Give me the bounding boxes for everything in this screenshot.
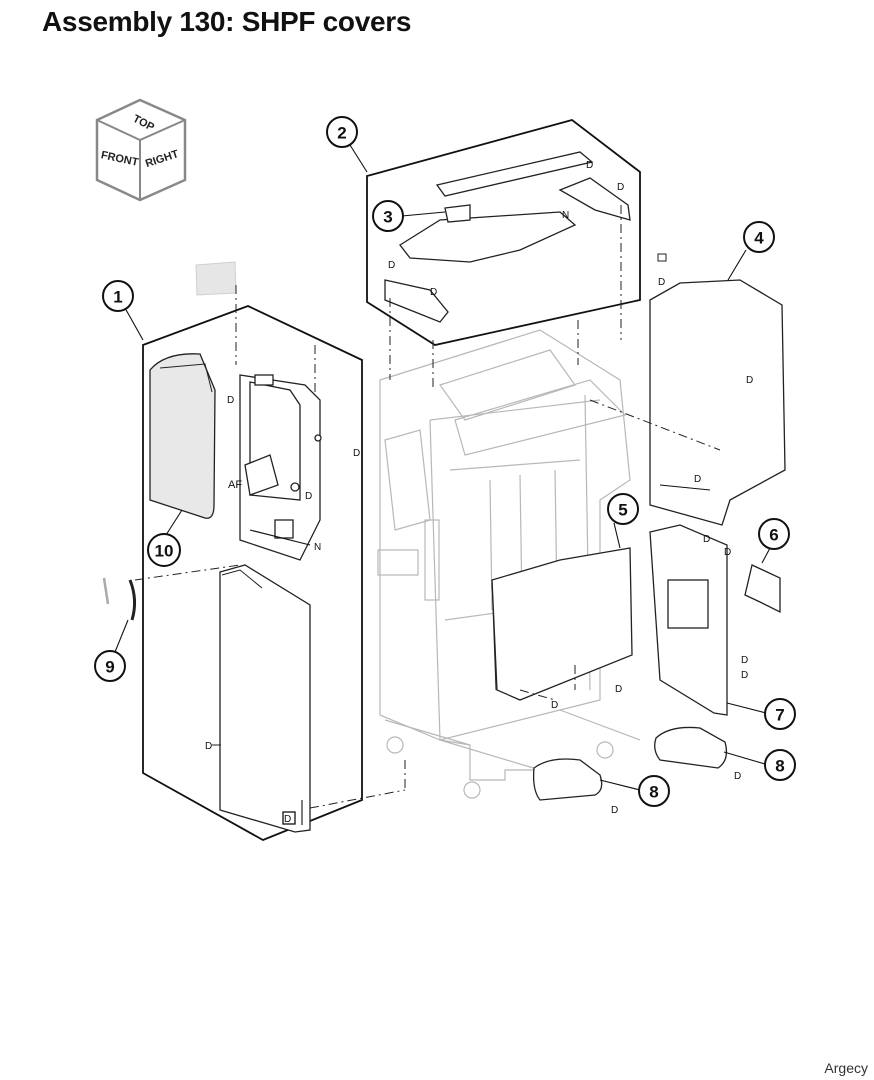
- callout-1-label: 1: [113, 288, 122, 307]
- d-label: D: [615, 684, 622, 695]
- d-label: D: [305, 491, 312, 502]
- callout-4: 4: [743, 221, 775, 253]
- left-front-door: [219, 564, 311, 833]
- d-label: D: [205, 741, 212, 752]
- group-2-outline: [366, 119, 641, 346]
- inner-door-frame: [239, 374, 322, 561]
- callout-10-label: 10: [155, 542, 174, 561]
- d-label: D: [353, 448, 360, 459]
- callout-8a: 8: [638, 775, 670, 807]
- d-label: D: [658, 277, 665, 288]
- footer-watermark: Argecy: [824, 1060, 868, 1076]
- part-4-right-cover: [649, 279, 786, 526]
- callout-8b: 8: [764, 749, 796, 781]
- label-sheet: [195, 261, 237, 296]
- d-label: D: [703, 534, 710, 545]
- orientation-cube: TOP FRONT RIGHT: [95, 98, 187, 202]
- n-label: N: [314, 542, 321, 553]
- d-label: D: [746, 375, 753, 386]
- part-8-caster-cover-a: [532, 758, 603, 801]
- callout-8-label: 8: [649, 783, 658, 802]
- part-8-caster-cover-b: [654, 726, 728, 769]
- callout-2: 2: [326, 116, 358, 148]
- d-label: D: [741, 670, 748, 681]
- group-2-parts: [384, 151, 631, 323]
- d-label: D: [227, 395, 234, 406]
- page-title: Assembly 130: SHPF covers: [42, 6, 412, 37]
- callout-7: 7: [764, 698, 796, 730]
- part-6-bracket: [744, 564, 781, 614]
- callout-2-label: 2: [337, 124, 346, 143]
- d-label: D: [741, 655, 748, 666]
- callout-3: 3: [372, 200, 404, 232]
- reference-labels: D D D AF N D D D D D D N D D D D D D D D…: [205, 160, 753, 825]
- callout-8-label: 8: [775, 757, 784, 776]
- callout-7-label: 7: [775, 706, 784, 725]
- d-label: D: [551, 700, 558, 711]
- d-label: D: [611, 805, 618, 816]
- callout-1: 1: [102, 280, 134, 312]
- callout-4-label: 4: [754, 229, 764, 248]
- callout-9: 9: [94, 650, 126, 682]
- d-label: D: [617, 182, 624, 193]
- callout-leaders: [114, 144, 771, 791]
- callout-6-label: 6: [769, 526, 778, 545]
- callout-5-label: 5: [618, 501, 627, 520]
- af-label: AF: [228, 479, 242, 491]
- d-label: D: [284, 814, 291, 825]
- callout-9-label: 9: [105, 658, 114, 677]
- callout-5: 5: [607, 493, 639, 525]
- callout-6: 6: [758, 518, 790, 550]
- callout-10: 10: [147, 533, 181, 567]
- d-label: D: [430, 287, 437, 298]
- group-1-outline: [142, 305, 363, 841]
- n-label: N: [562, 210, 569, 221]
- d-label: D: [734, 771, 741, 782]
- d-label: D: [388, 260, 395, 271]
- part-9-handle: [102, 577, 137, 621]
- part-10-front-door-cover: [149, 353, 216, 519]
- d-label: D: [694, 474, 701, 485]
- part-5-rear-cover: [491, 547, 633, 701]
- d-label: D: [724, 547, 731, 558]
- callout-3-label: 3: [383, 208, 392, 227]
- alignment-lines: [134, 205, 721, 809]
- d-label: D: [586, 160, 593, 171]
